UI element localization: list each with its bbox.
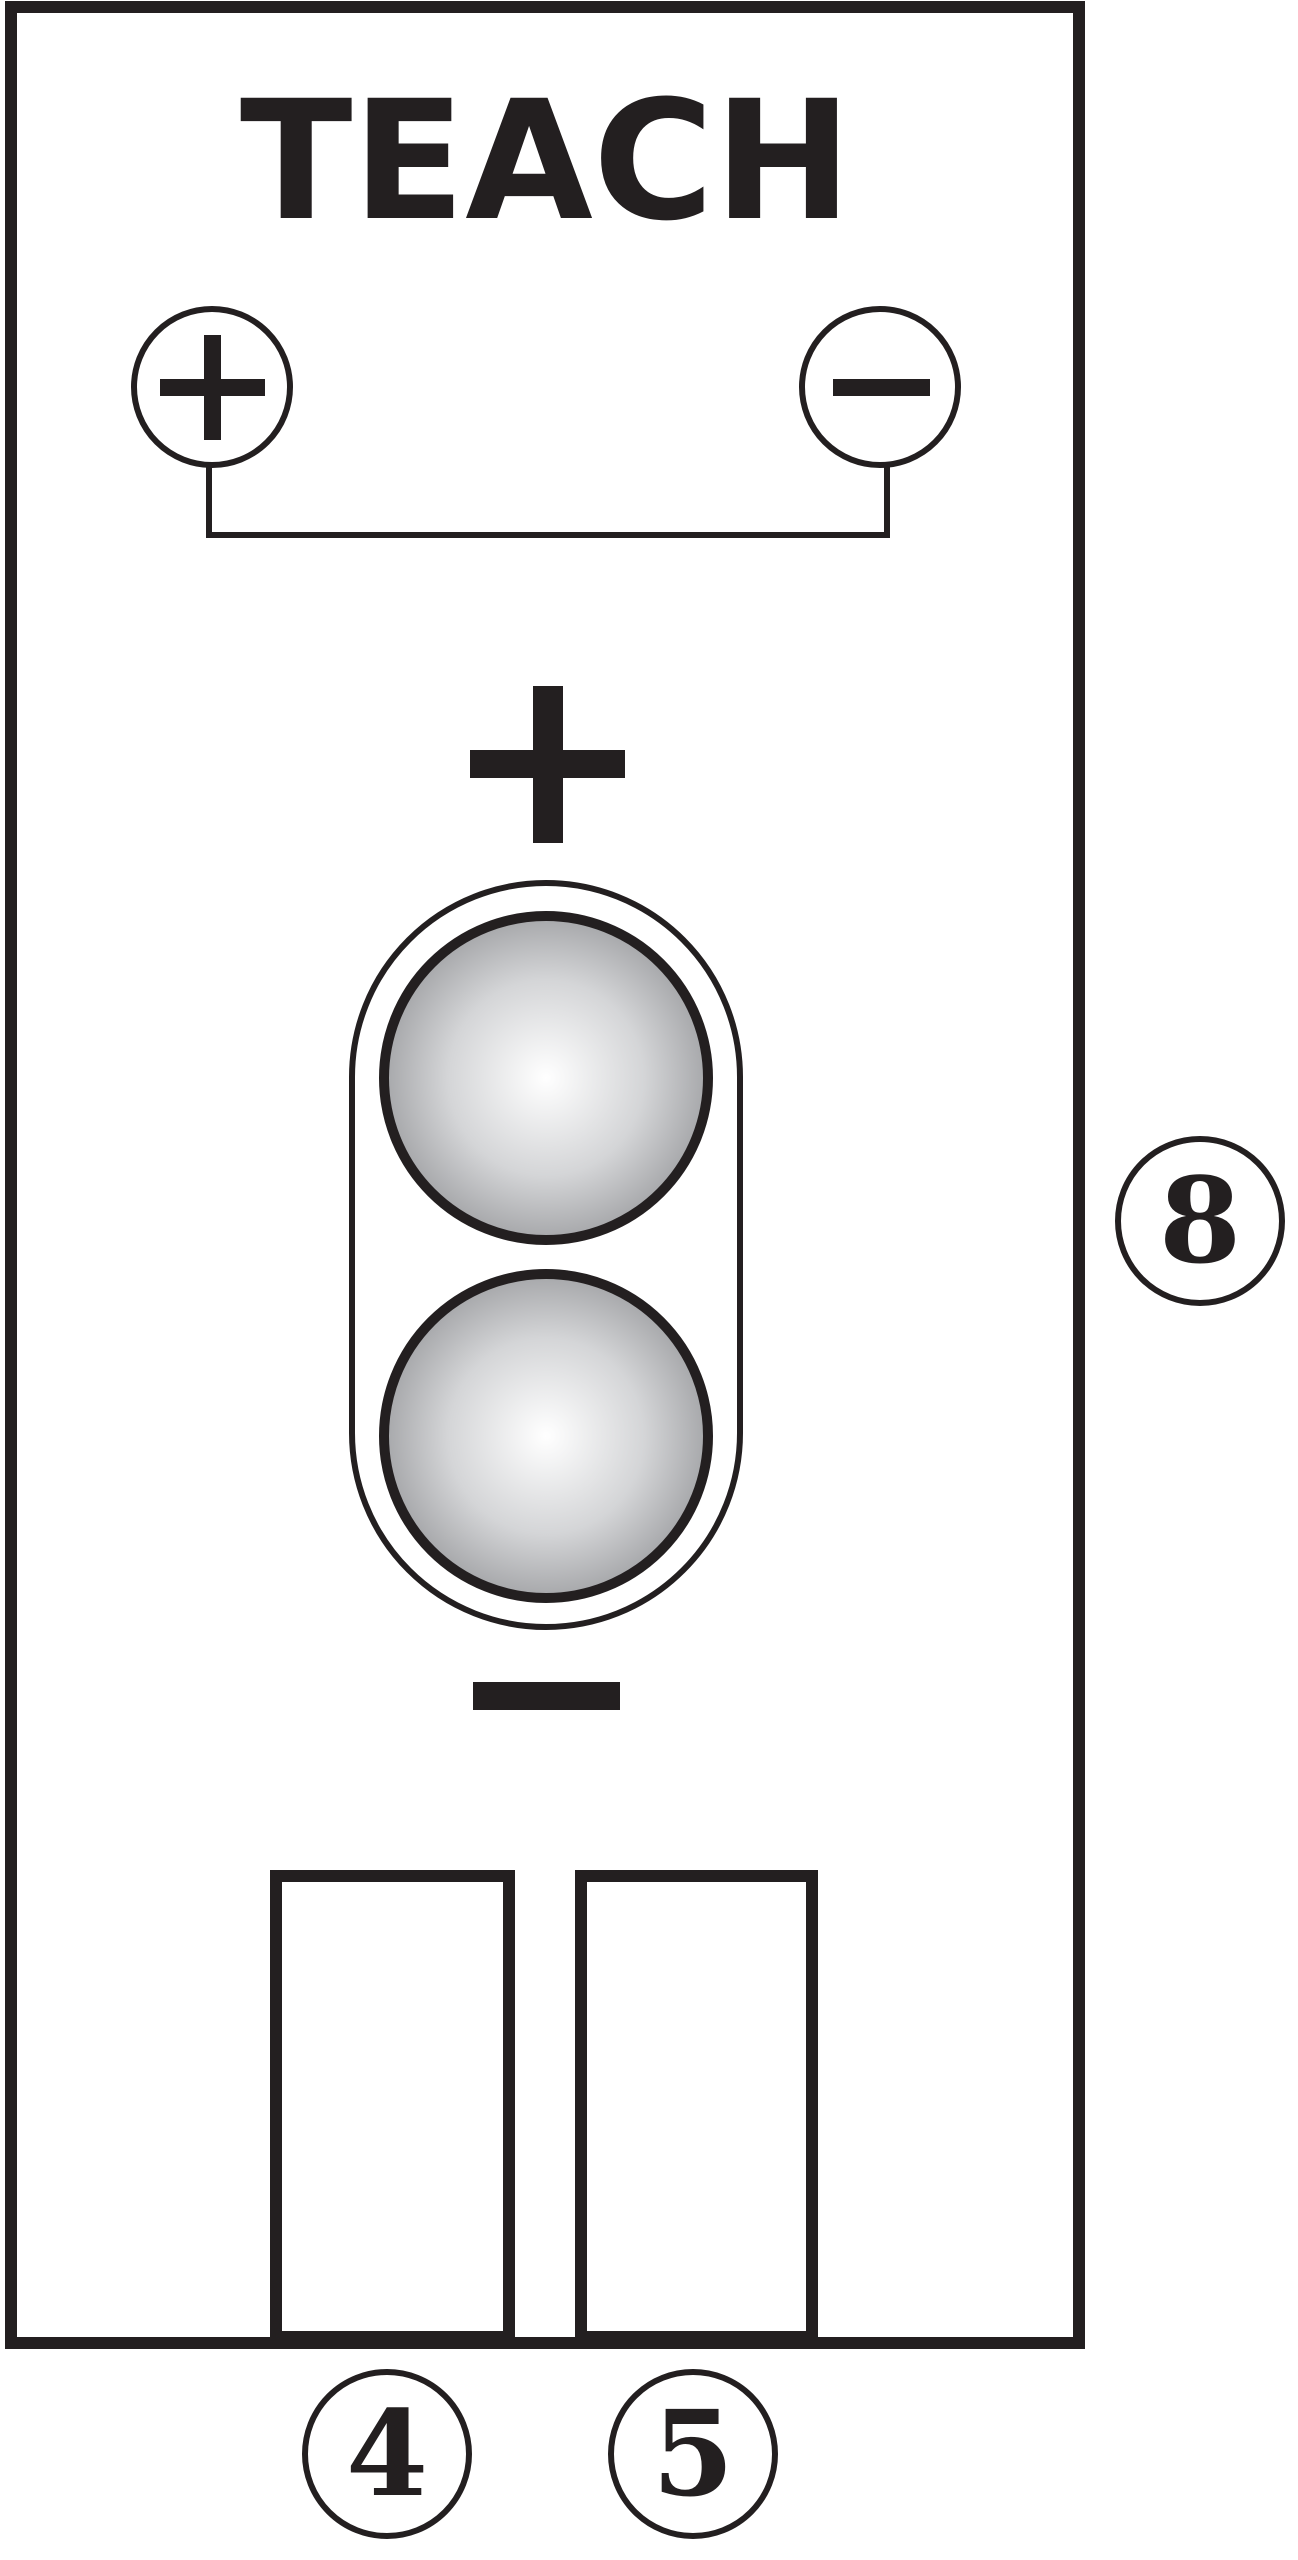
level-plus-symbol (470, 686, 625, 843)
indicator-housing (349, 880, 743, 1630)
callout-device: 8 (1115, 1136, 1285, 1306)
callout-number: 8 (1159, 1151, 1241, 1290)
level-minus-symbol (473, 1682, 620, 1710)
terminal-block-right (575, 1870, 818, 2343)
callout-ring (1115, 1136, 1285, 1306)
minus-icon (833, 379, 930, 396)
callout-ring (608, 2369, 778, 2539)
panel-title: TEACH (240, 65, 852, 257)
teach-connection-wire (206, 463, 890, 538)
lower-indicator-lamp (379, 1269, 713, 1603)
callout-ring (302, 2369, 472, 2539)
teach-minus-button[interactable] (799, 306, 961, 468)
housing-outline (5, 1, 1085, 2349)
callout-number: 4 (346, 2384, 428, 2523)
plus-icon-vertical (533, 686, 563, 843)
plus-icon-vertical (204, 335, 221, 440)
callout-terminal-left: 4 (302, 2369, 472, 2539)
terminal-block-left (270, 1870, 515, 2343)
callout-terminal-right: 5 (608, 2369, 778, 2539)
teach-minus-ring (799, 306, 961, 468)
callout-number: 5 (652, 2384, 734, 2523)
upper-indicator-lamp (379, 911, 713, 1245)
teach-plus-button[interactable] (131, 306, 293, 468)
